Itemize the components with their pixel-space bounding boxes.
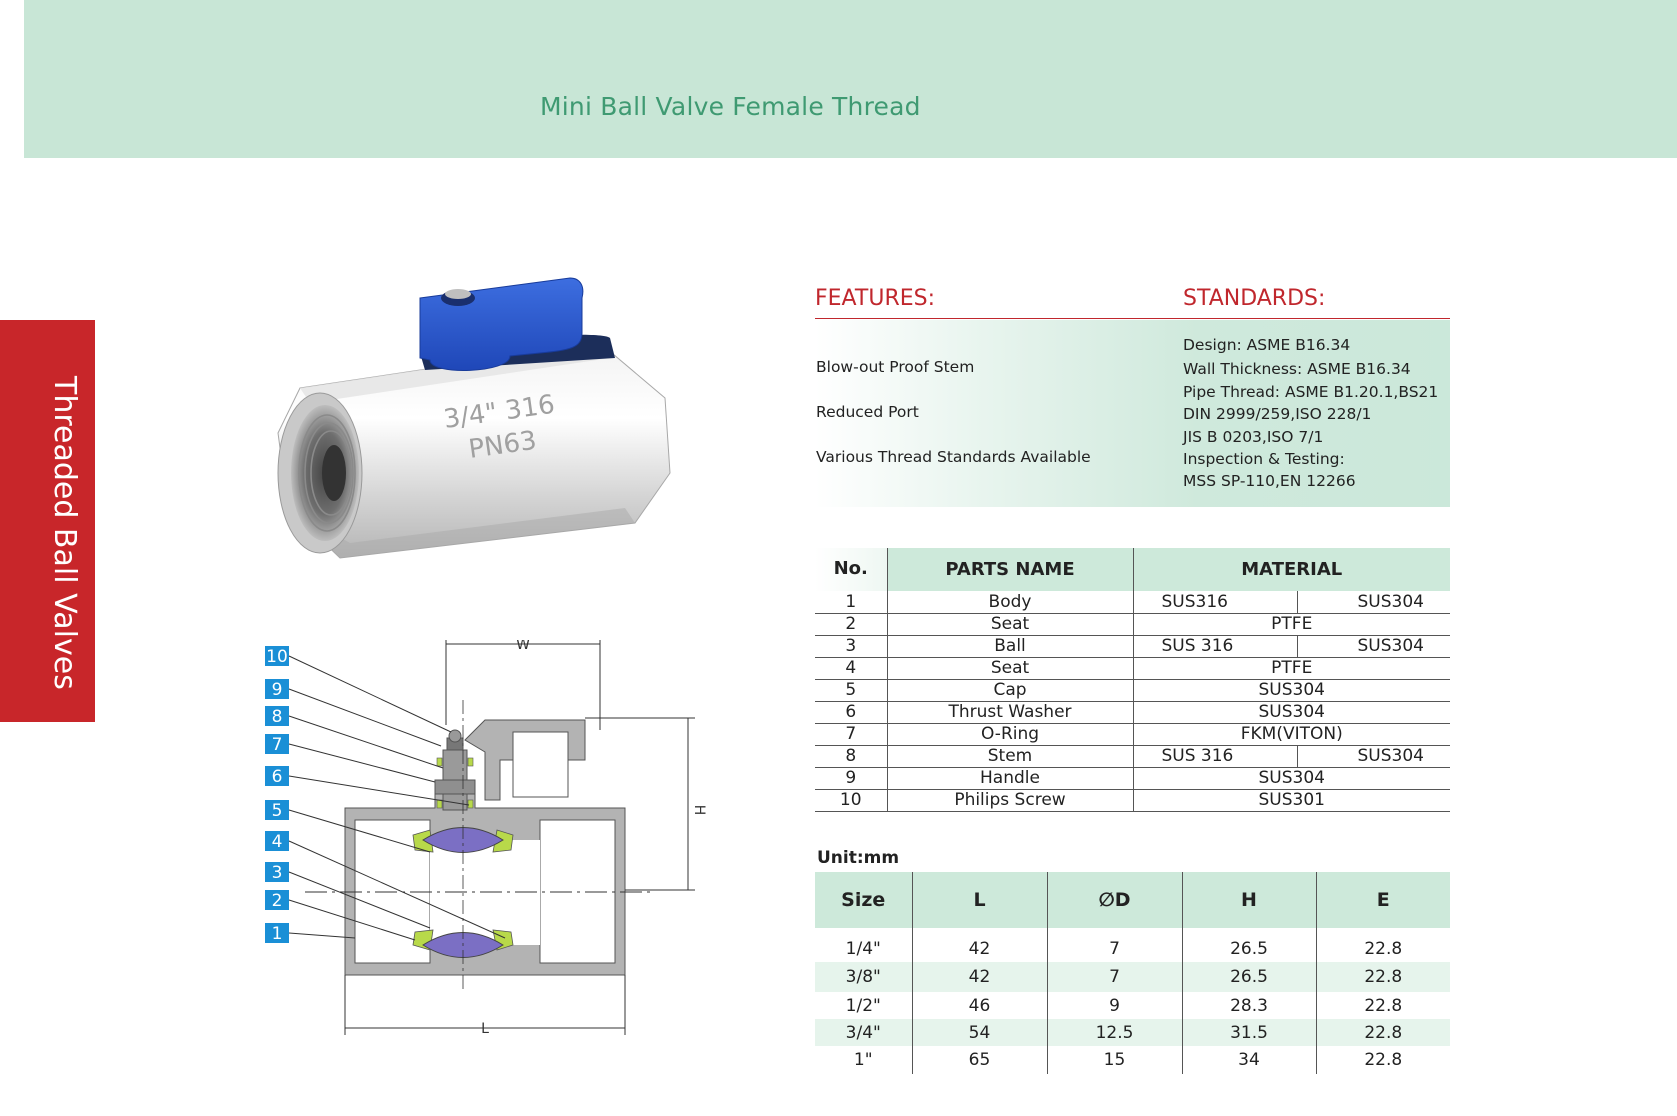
standard-item: MSS SP-110,EN 12266 (1183, 472, 1356, 490)
feature-item: Blow-out Proof Stem (816, 358, 975, 376)
category-label: Threaded Ball Valves (47, 376, 82, 690)
unit-label: Unit:mm (817, 848, 900, 868)
feature-item: Various Thread Standards Available (816, 448, 1091, 466)
svg-text:3: 3 (272, 863, 283, 883)
dimensions-header-row: Size L ∅D H E (815, 872, 1450, 928)
features-panel (815, 320, 1450, 507)
header-h: H (1181, 872, 1316, 928)
cross-section-diagram: 10 9 8 7 6 5 4 3 2 1 (265, 640, 707, 1037)
table-row: 7 O-Ring FKM(VITON) (815, 723, 1450, 746)
table-row: 5 Cap SUS304 (815, 679, 1450, 702)
svg-text:6: 6 (272, 767, 283, 787)
ball-top (422, 827, 504, 853)
table-row: 9 Handle SUS304 (815, 767, 1450, 790)
standard-item: DIN 2999/259,ISO 228/1 (1183, 405, 1372, 423)
feature-item: Reduced Port (816, 403, 919, 421)
table-row: 3 Ball SUS 316 SUS304 (815, 635, 1450, 658)
svg-text:W: W (516, 640, 530, 653)
svg-text:10: 10 (266, 647, 288, 667)
product-photo: 3/4" 316 PN63 (277, 277, 671, 559)
callout-labels: 10 9 8 7 6 5 4 3 2 1 (265, 646, 289, 944)
svg-text:1: 1 (272, 924, 283, 944)
dimensions-table: Size L ∅D H E 1/4" 42 7 26.5 22.8 3/8" 4… (815, 872, 1450, 1074)
header-no: No. (815, 548, 887, 591)
table-row: 1 Body SUS316 SUS304 (815, 591, 1450, 614)
svg-text:2: 2 (272, 891, 283, 911)
header-l: L (911, 872, 1047, 928)
table-row: 4 Seat PTFE (815, 657, 1450, 680)
svg-text:L: L (481, 1021, 489, 1037)
table-row: 1/2" 46 9 28.3 22.8 (815, 992, 1450, 1019)
table-row: 1/4" 42 7 26.5 22.8 (815, 928, 1450, 962)
svg-text:8: 8 (272, 707, 283, 727)
header-band (24, 0, 1677, 158)
table-row: 3/4" 54 12.5 31.5 22.8 (815, 1019, 1450, 1046)
standards-heading: STANDARDS: (1183, 286, 1326, 311)
svg-text:9: 9 (272, 680, 283, 700)
header-size: Size (815, 872, 912, 928)
svg-text:H: H (691, 805, 707, 816)
table-row: 3/8" 42 7 26.5 22.8 (815, 962, 1450, 992)
page-title: Mini Ball Valve Female Thread (540, 92, 921, 121)
svg-text:7: 7 (272, 735, 283, 755)
table-row: 8 Stem SUS 316 SUS304 (815, 745, 1450, 768)
table-row: 10 Philips Screw SUS301 (815, 789, 1450, 812)
standard-item: Pipe Thread: ASME B1.20.1,BS21 (1183, 383, 1439, 401)
standard-item: Inspection & Testing: (1183, 450, 1345, 468)
svg-text:4: 4 (272, 832, 283, 852)
header-e: E (1315, 872, 1450, 928)
standard-item: Wall Thickness: ASME B16.34 (1183, 360, 1411, 378)
standard-item: JIS B 0203,ISO 7/1 (1183, 428, 1324, 446)
svg-text:5: 5 (272, 801, 283, 821)
table-row: 6 Thrust Washer SUS304 (815, 701, 1450, 724)
header-d: ∅D (1046, 872, 1182, 928)
standard-item: Design: ASME B16.34 (1183, 336, 1351, 354)
table-row: 2 Seat PTFE (815, 613, 1450, 636)
parts-header-row: No. PARTS NAME MATERIAL (815, 548, 1450, 591)
category-side-tab (0, 320, 95, 722)
section-rule (815, 318, 1450, 319)
features-heading: FEATURES: (815, 286, 936, 311)
header-parts-name: PARTS NAME (886, 548, 1133, 591)
table-row: 1" 65 15 34 22.8 (815, 1046, 1450, 1074)
header-material: MATERIAL (1132, 548, 1450, 591)
parts-table: No. PARTS NAME MATERIAL 1 Body SUS316 SU… (815, 548, 1450, 812)
